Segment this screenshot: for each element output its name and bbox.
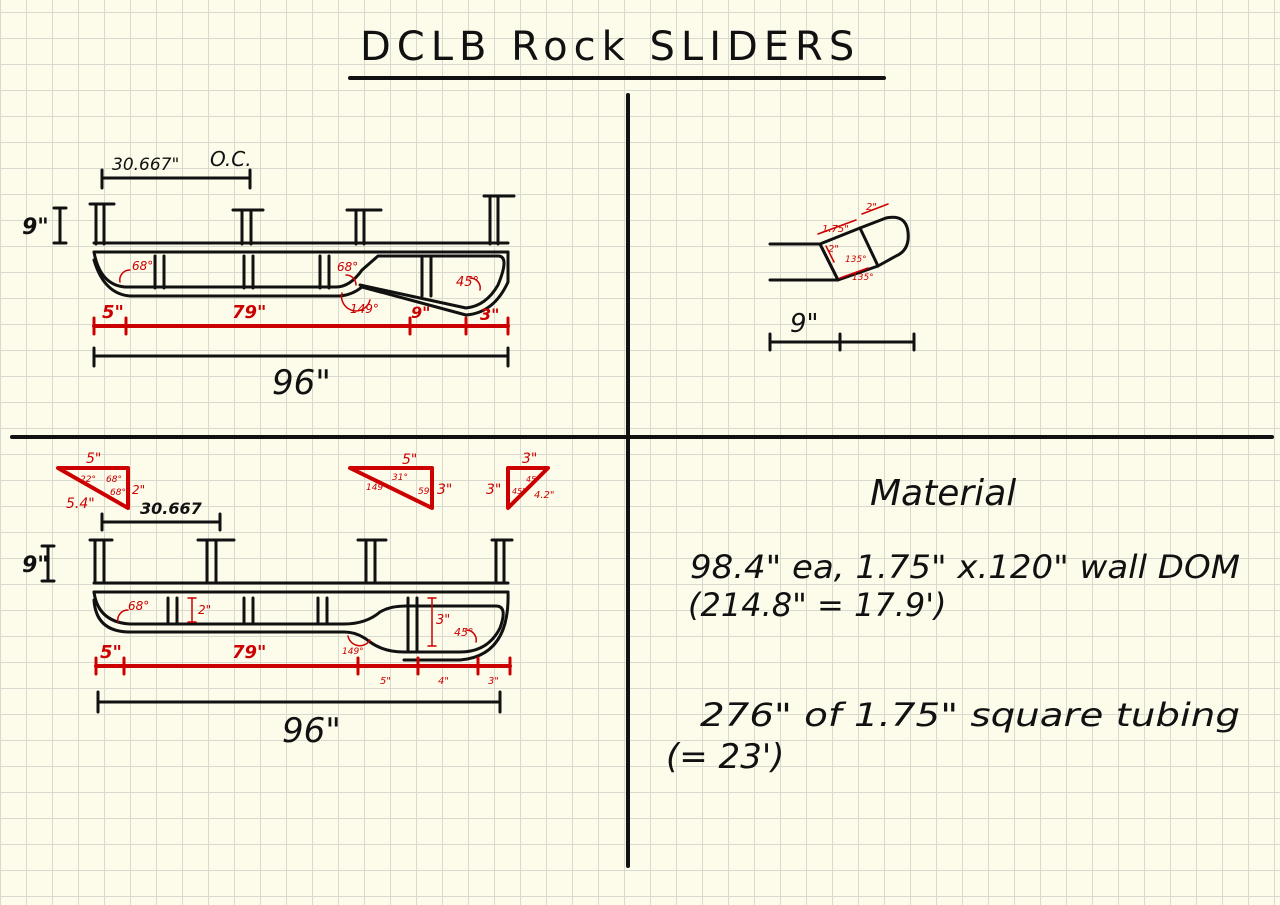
seg-2: 79": [232, 642, 266, 663]
seg-1: 5": [100, 642, 122, 663]
len-b: 2": [866, 202, 877, 213]
material-heading: Material: [870, 473, 1016, 514]
len-a: 1.75": [822, 224, 849, 235]
total-length: 96": [272, 363, 331, 403]
len-c: 2": [828, 244, 839, 255]
material-line-4: (= 23'): [666, 737, 784, 777]
gusset-triangle-2: [348, 466, 434, 510]
tri3-ang1: 45°: [512, 487, 526, 496]
gusset-triangle-3: [506, 466, 550, 510]
inner-b: 3": [436, 613, 450, 628]
material-line-2: (214.8" = 17.9'): [688, 586, 947, 624]
seg-2: 79": [232, 302, 266, 323]
angle-a: 68°: [132, 259, 153, 273]
tri2-ang2: 31°: [392, 473, 408, 483]
tri1-ang2: 68°: [106, 475, 122, 485]
angle-b: 68°: [337, 260, 358, 274]
oc-label: O.C.: [210, 147, 252, 171]
tri1-top: 5": [86, 451, 101, 467]
tri1-side: 2": [132, 483, 145, 497]
seg-3: 9": [411, 303, 430, 322]
seg-3: 5": [380, 676, 391, 687]
height-label: 9": [22, 553, 49, 578]
angle-a: 135°: [845, 255, 867, 265]
angle-b: 135°: [852, 273, 874, 283]
inner-a: 2": [198, 603, 211, 617]
total-length: 96": [282, 711, 341, 751]
spacing-label: 30.667: [140, 499, 203, 518]
page-title: DCLB Rock SLIDERS: [360, 24, 860, 70]
top-left-side-view: 30.667" O.C. 9" 68° 68° 149° 45° 5" 79": [22, 147, 516, 403]
tri2-top: 5": [402, 452, 417, 468]
tri2-ang3: 59°: [418, 487, 434, 497]
width-label: 9": [790, 309, 819, 339]
gusset-triangle-1: [56, 466, 130, 510]
tri3-hyp: 4.2": [534, 490, 555, 501]
height-label: 9": [22, 215, 49, 240]
spacing-label: 30.667": [112, 155, 179, 175]
material-line-3: 276" of 1.75" square tubing: [700, 696, 1240, 734]
angle-b: 149°: [342, 647, 364, 657]
tri1-hyp: 5.4": [66, 496, 95, 512]
angle-c: 149°: [350, 302, 379, 316]
seg-1: 5": [102, 302, 124, 323]
material-line-1: 98.4" ea, 1.75" x.120" wall DOM: [690, 548, 1240, 586]
tri3-top: 3": [522, 451, 537, 467]
bottom-left-top-view: 5" 2" 5.4" 22° 68° 68° 5" 3" 149° 31° 59…: [22, 451, 555, 751]
material-notes: Material 98.4" ea, 1.75" x.120" wall DOM…: [666, 473, 1240, 777]
tri3-left: 3": [486, 482, 501, 498]
tri1-ang1: 22°: [80, 475, 96, 485]
tri3-ang2: 45°: [526, 475, 540, 484]
top-right-end-detail: 1.75" 2" 2" 135° 135° 9": [768, 202, 916, 352]
angle-d: 45°: [456, 275, 479, 290]
tri1-ang3: 68°: [110, 488, 126, 498]
angle-c: 45°: [454, 626, 474, 639]
tri2-side: 3": [437, 482, 452, 498]
tri2-ang1: 149°: [366, 483, 388, 493]
angle-a: 68°: [128, 599, 149, 613]
seg-5: 3": [488, 676, 499, 687]
seg-4: 4": [438, 676, 449, 687]
seg-4: 3": [480, 305, 499, 324]
